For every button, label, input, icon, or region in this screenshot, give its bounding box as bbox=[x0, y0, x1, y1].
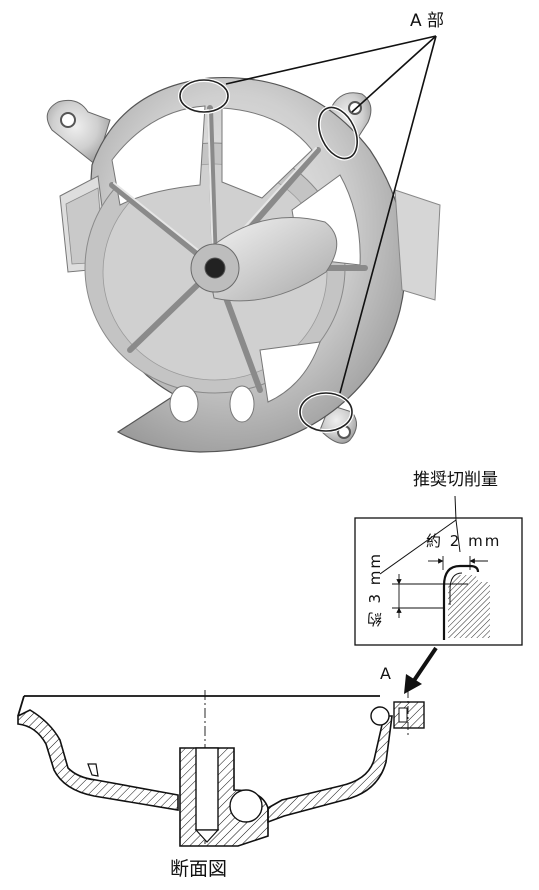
mounting-ear-right-hole bbox=[348, 101, 362, 115]
detail-inset bbox=[354, 495, 523, 646]
hub-hole bbox=[204, 257, 226, 279]
part-a-highlights bbox=[178, 78, 360, 433]
dim-3mm bbox=[392, 574, 468, 618]
part-photo bbox=[46, 35, 441, 453]
window-top bbox=[111, 105, 206, 206]
section-marker-label: A bbox=[380, 664, 391, 683]
detail-profile-line bbox=[442, 564, 480, 640]
detail-hatched-section bbox=[448, 575, 490, 638]
window-bottom-right bbox=[259, 341, 321, 403]
mounting-ear-left-hole bbox=[60, 112, 76, 128]
detail-box bbox=[354, 517, 523, 646]
dim-2mm bbox=[428, 556, 488, 570]
right-fin bbox=[394, 189, 441, 301]
dimension-3mm-label: 約 3 mm bbox=[366, 552, 384, 628]
section-arrow bbox=[404, 646, 438, 694]
bullet-boss bbox=[204, 217, 338, 302]
section-mount-eye bbox=[370, 706, 390, 726]
dimension-2mm-label: 約 2 mm bbox=[426, 532, 502, 550]
section-bore bbox=[195, 747, 219, 831]
section-wall-right bbox=[267, 715, 393, 824]
recommended-cut-label: 推奨切削量 bbox=[413, 470, 498, 490]
cross-section-title: 断面図 bbox=[170, 858, 228, 880]
section-oil-gallery bbox=[229, 789, 263, 823]
section-wall-left bbox=[17, 709, 179, 811]
cross-section-drawing bbox=[17, 690, 425, 847]
window-top-right bbox=[221, 107, 313, 199]
part-a-label: A 部 bbox=[410, 11, 445, 31]
part-a-leader-lines bbox=[225, 35, 437, 394]
window-bottom-2 bbox=[229, 385, 255, 423]
window-bottom-1 bbox=[169, 385, 199, 423]
